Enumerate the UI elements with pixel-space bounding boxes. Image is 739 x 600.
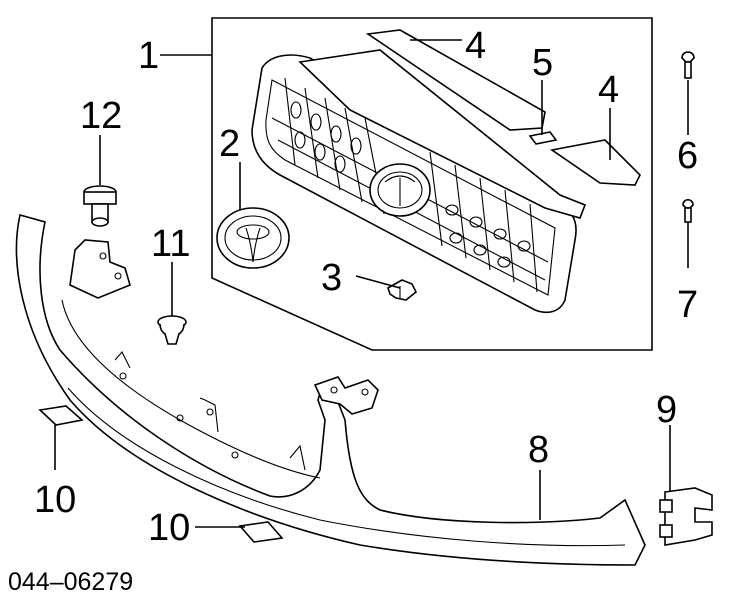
screw-6 <box>681 51 695 79</box>
grille-top-bracket <box>298 49 587 219</box>
reinforcement-inner-lip <box>61 299 321 479</box>
part-number: 044–06279 <box>8 568 133 596</box>
callout-5: 5 <box>532 42 553 84</box>
callout-10-bottom: 10 <box>148 507 190 549</box>
callout-3: 3 <box>321 257 342 299</box>
radiator-grille <box>251 49 587 314</box>
callout-9: 9 <box>656 389 677 431</box>
emblem <box>216 207 290 269</box>
reinforcement-bracket-left <box>69 239 131 299</box>
leader-lines <box>54 39 689 528</box>
reinforcement-tabs <box>114 351 306 471</box>
clip-11 <box>157 315 187 345</box>
spacer-pad-left <box>38 405 84 426</box>
moulding-strip-upper <box>365 29 546 131</box>
callout-11: 11 <box>151 223 190 265</box>
clip-3 <box>387 279 418 301</box>
callout-4-upper: 4 <box>465 25 486 67</box>
callout-1: 1 <box>138 35 159 77</box>
callout-4-right: 4 <box>598 69 619 111</box>
bracket-clip-9 <box>659 487 713 546</box>
reinforcement-bracket-center <box>313 376 379 415</box>
retainer-clip-5 <box>528 131 558 145</box>
clip-12 <box>83 185 117 227</box>
callout-10-left: 10 <box>34 479 76 521</box>
bumper-reinforcement <box>15 214 646 566</box>
callout-2: 2 <box>219 123 240 165</box>
callout-7: 7 <box>677 284 698 326</box>
grille-emblem-mount <box>369 163 431 217</box>
grille-mesh-holes <box>290 101 531 268</box>
screw-7 <box>682 198 694 223</box>
grille-assembly-frame <box>211 17 653 351</box>
callout-8: 8 <box>528 429 549 471</box>
callout-labels: 1 2 3 4 4 5 6 7 8 9 10 10 11 12 <box>34 25 698 549</box>
callout-12: 12 <box>80 95 122 137</box>
callout-6: 6 <box>677 135 698 177</box>
moulding-strip-right <box>549 139 641 186</box>
spacer-pad-bottom <box>238 521 284 543</box>
